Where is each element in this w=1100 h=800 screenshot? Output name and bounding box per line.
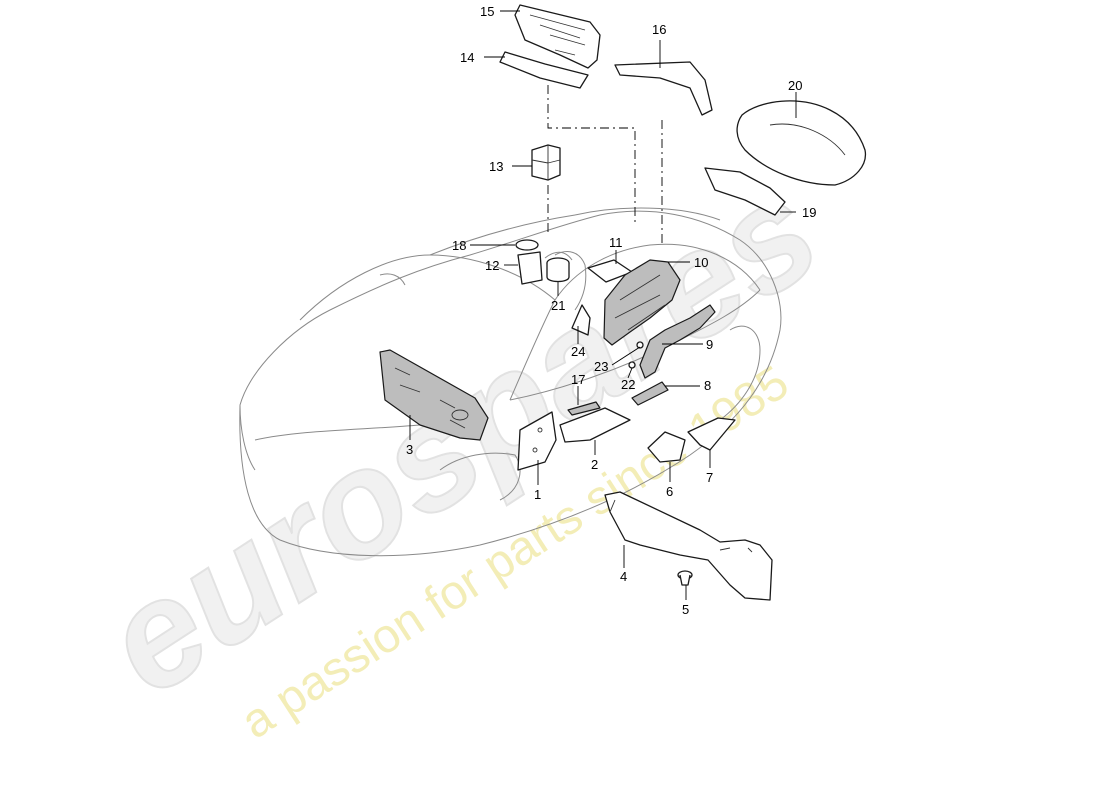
callout-21: 21 [551, 298, 565, 313]
part-4-large-panel [604, 491, 773, 601]
part-22-clip [628, 361, 636, 369]
part-14-mat [499, 51, 589, 89]
callout-9: 9 [706, 337, 713, 352]
leader-lines [409, 10, 797, 600]
part-2-panel [559, 407, 631, 443]
callout-20: 20 [788, 78, 802, 93]
watermark: eurospares a passion for parts since 198… [75, 144, 847, 749]
callout-17: 17 [571, 372, 585, 387]
part-23-clip [636, 341, 644, 349]
part-6-pad [647, 431, 686, 463]
part-7-pad [687, 417, 736, 451]
part-24-bracket [571, 304, 591, 336]
callout-6: 6 [666, 484, 673, 499]
part-13-block [531, 144, 561, 181]
part-12-panel [517, 251, 543, 285]
car-body-outline [239, 207, 782, 557]
part-3-firewall-insulation [379, 349, 489, 441]
callout-labels: 15 14 16 20 19 13 18 12 21 11 10 24 9 23… [406, 4, 816, 617]
part-9-channel [639, 304, 716, 379]
callout-2: 2 [591, 457, 598, 472]
part-16-strip [614, 61, 713, 116]
callout-5: 5 [682, 602, 689, 617]
callout-22: 22 [621, 377, 635, 392]
callout-14: 14 [460, 50, 474, 65]
callout-4: 4 [620, 569, 627, 584]
part-17-strip [567, 401, 601, 416]
callout-23: 23 [594, 359, 608, 374]
callout-19: 19 [802, 205, 816, 220]
callout-8: 8 [704, 378, 711, 393]
callout-12: 12 [485, 258, 499, 273]
callout-16: 16 [652, 22, 666, 37]
callout-15: 15 [480, 4, 494, 19]
callout-10: 10 [694, 255, 708, 270]
callout-24: 24 [571, 344, 585, 359]
callout-1: 1 [534, 487, 541, 502]
callout-18: 18 [452, 238, 466, 253]
callout-11: 11 [609, 235, 623, 250]
part-10-duct-insulation [603, 259, 681, 346]
guide-lines [547, 85, 663, 245]
callout-3: 3 [406, 442, 413, 457]
part-21-cap [546, 257, 570, 283]
part-5-plug [677, 570, 693, 586]
part-15-insulation-tray [514, 4, 601, 69]
part-18-grommet [515, 239, 539, 251]
part-1-panel [517, 411, 557, 471]
part-19-insulation [704, 167, 786, 216]
callout-13: 13 [489, 159, 503, 174]
part-8-pad [631, 381, 669, 406]
part-20-pad [736, 100, 867, 186]
callout-7: 7 [706, 470, 713, 485]
